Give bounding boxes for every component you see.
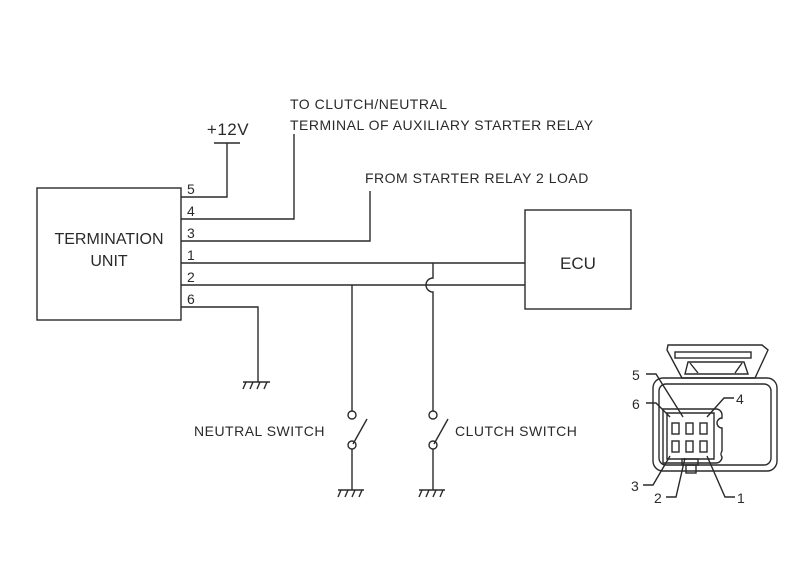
neutral-switch-icon [347,410,368,450]
ground-icon [242,381,270,390]
pin-label-2: 2 [187,269,195,285]
neutral-switch-label: NEUTRAL SWITCH [194,423,325,439]
pin-label-4: 4 [187,203,195,219]
connector-pin-label-3: 3 [631,478,639,494]
connector-pin-label-2: 2 [654,490,662,506]
wire-5 [181,143,228,198]
pin-label-5: 5 [187,181,195,197]
ecu-box [524,209,632,310]
clutch-switch-label: CLUTCH SWITCH [455,423,577,439]
clutch-switch-wire [425,263,434,411]
clutch-neutral-annotation-1: TO CLUTCH/NEUTRAL [290,96,448,112]
clutch-switch-icon [428,410,449,450]
clutch-neutral-annotation-2: TERMINAL OF AUXILIARY STARTER RELAY [290,117,594,133]
wire-4 [181,134,295,220]
pin-label-1: 1 [187,247,195,263]
connector-pin-label-4: 4 [736,391,744,407]
termination-unit-label-2: UNIT [90,253,128,270]
wire-3 [181,191,371,242]
termination-unit-label-1: TERMINATION [54,231,163,248]
ground-icon [418,489,445,498]
connector-icon [643,344,778,498]
starter-relay-annotation: FROM STARTER RELAY 2 LOAD [365,170,589,186]
pin-label-6: 6 [187,291,195,307]
pin-label-3: 3 [187,225,195,241]
ecu-label: ECU [560,254,596,273]
ground-icon [337,489,364,498]
connector-pin-label-5: 5 [632,367,640,383]
termination-unit-box [36,187,182,321]
supply-label: +12V [207,120,249,139]
connector-pin-label-1: 1 [737,490,745,506]
wire-6 [181,306,259,382]
connector-pin-label-6: 6 [632,396,640,412]
